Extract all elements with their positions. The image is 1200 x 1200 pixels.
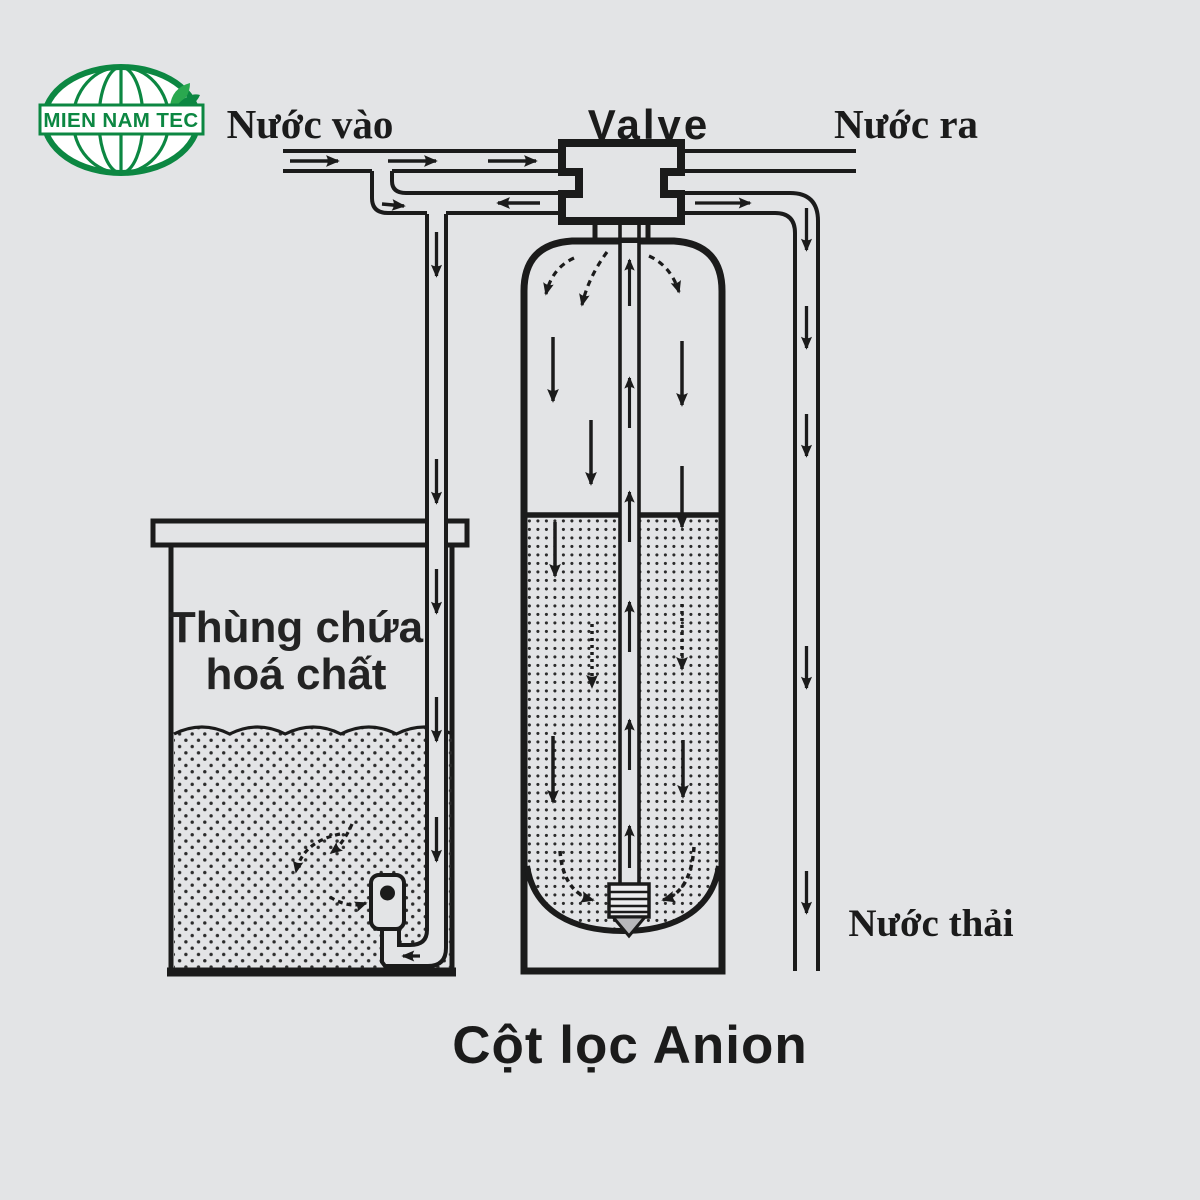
- chemical-tank-lid: [150, 518, 470, 548]
- water-out-label: Nước ra: [834, 101, 978, 147]
- bottom-strainer: [607, 882, 651, 939]
- logo-banner: [38, 103, 205, 136]
- drain-pipe: [681, 191, 820, 971]
- chemical-tank-label-line1: Thùng chứa: [169, 603, 424, 652]
- caption-label: Cột lọc Anion: [452, 1016, 807, 1075]
- chemical-draw-arrows: [292, 823, 368, 912]
- inlet-pipe: [283, 149, 562, 173]
- media-flow-arrows: [547, 522, 696, 903]
- chemical-pipe-flow-arrows: [401, 232, 443, 962]
- lower-left-pipe: [388, 191, 562, 215]
- tank-downflow-arrows: [547, 337, 688, 529]
- logo-brand-text: MIEN NAM TEC: [43, 109, 198, 132]
- control-valve-body: [558, 139, 685, 225]
- chemical-suction-pipe: [380, 195, 448, 968]
- chemical-foot-valve: [369, 873, 406, 931]
- riser-tube: [618, 225, 641, 884]
- chemical-liquid-surface: [173, 725, 453, 736]
- lower-left-flow-arrows: [381, 197, 540, 211]
- inlet-drop-elbow: [370, 171, 407, 215]
- water-in-label: Nước vào: [227, 101, 394, 147]
- brand-logo: MIEN NAM TEC: [38, 64, 205, 176]
- chemical-liquid: [174, 727, 453, 968]
- drain-flow-arrows: [695, 197, 813, 915]
- chemical-tank-walls: [168, 545, 455, 970]
- chemical-tank-label-line2: hoá chất: [206, 650, 387, 699]
- riser-tube-bore: [621, 243, 638, 884]
- outlet-pipe: [681, 149, 856, 173]
- tank-dome-flow-arrows: [543, 251, 681, 307]
- foot-valve-port: [380, 885, 395, 901]
- waste-water-label: Nước thải: [848, 902, 1013, 945]
- chemical-tank: Thùng chứa hoá chất: [150, 518, 470, 977]
